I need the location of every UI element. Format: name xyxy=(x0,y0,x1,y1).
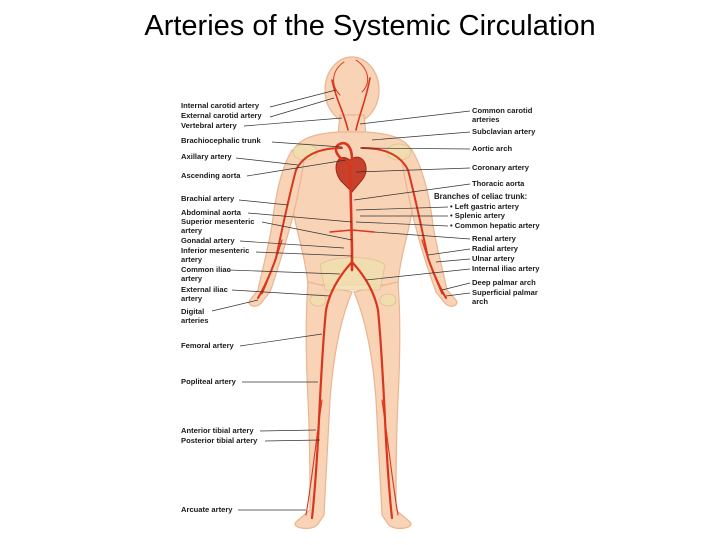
label-inferior-mesenteric: Inferior mesenteric xyxy=(181,246,250,255)
label-common-carotid-arteries: arteries xyxy=(472,115,500,124)
label-common-carotid: Common carotid xyxy=(472,106,533,115)
label-radial-artery: Radial artery xyxy=(472,244,519,253)
left-leg xyxy=(294,281,353,530)
label-external-iliac: External iliac xyxy=(181,285,228,294)
label-branches-of-celiac-trunk: Branches of celiac trunk: xyxy=(434,192,528,201)
left-hip xyxy=(309,293,327,307)
arteries xyxy=(257,59,447,520)
label-renal-artery: Renal artery xyxy=(472,234,516,243)
label-internal-iliac-artery: Internal iliac artery xyxy=(472,264,540,273)
label-splenic-artery: • Splenic artery xyxy=(450,211,505,220)
label-external-carotid-artery: External carotid artery xyxy=(181,111,262,120)
slide-title: Arteries of the Systemic Circulation xyxy=(144,10,596,42)
label-inferior-mesenteric-artery: artery xyxy=(181,255,203,264)
label-external-iliac-artery: artery xyxy=(181,294,203,303)
label-femoral-artery: Femoral artery xyxy=(181,341,234,350)
label-abdominal-aorta: Abdominal aorta xyxy=(181,208,241,217)
label-common-iliac-artery: artery xyxy=(181,274,203,283)
label-anterior-tibial-artery: Anterior tibial artery xyxy=(181,426,254,435)
label-digital-arteries: arteries xyxy=(181,316,209,325)
label-coronary-artery: Coronary artery xyxy=(472,163,529,172)
label-common-iliac: Common iliac xyxy=(181,265,231,274)
label-posterior-tibial-artery: Posterior tibial artery xyxy=(181,436,258,445)
label-superficial-palmar: Superficial palmar xyxy=(472,288,538,297)
label-brachiocephalic-trunk: Brachiocephalic trunk xyxy=(181,136,261,145)
label-gonadal-artery: Gonadal artery xyxy=(181,236,235,245)
label-arcuate-artery: Arcuate artery xyxy=(181,505,233,514)
label-deep-palmar-arch: Deep palmar arch xyxy=(472,278,536,287)
label-internal-carotid-artery: Internal carotid artery xyxy=(181,101,260,110)
label-thoracic-aorta: Thoracic aorta xyxy=(472,179,525,188)
label-aortic-arch: Aortic arch xyxy=(472,144,513,153)
label-brachial-artery: Brachial artery xyxy=(181,194,235,203)
label-superficial-palmar-arch: arch xyxy=(472,297,489,306)
label-axillary-artery: Axillary artery xyxy=(181,152,232,161)
label-superior-mesenteric-artery: artery xyxy=(181,226,203,235)
label-vertebral-artery: Vertebral artery xyxy=(181,121,237,130)
head xyxy=(324,56,380,124)
right-arm xyxy=(401,149,458,307)
label-superior-mesenteric: Superior mesenteric xyxy=(181,217,255,226)
label-subclavian-artery: Subclavian artery xyxy=(472,127,536,136)
label-common-hepatic-artery: • Common hepatic artery xyxy=(450,221,540,230)
right-hip xyxy=(379,293,397,307)
label-popliteal-artery: Popliteal artery xyxy=(181,377,236,386)
label-ulnar-artery: Ulnar artery xyxy=(472,254,515,263)
label-ascending-aorta: Ascending aorta xyxy=(181,171,241,180)
leader-lines xyxy=(211,89,471,511)
label-left-gastric-artery: • Left gastric artery xyxy=(450,202,519,211)
label-digital: Digital xyxy=(181,307,205,316)
